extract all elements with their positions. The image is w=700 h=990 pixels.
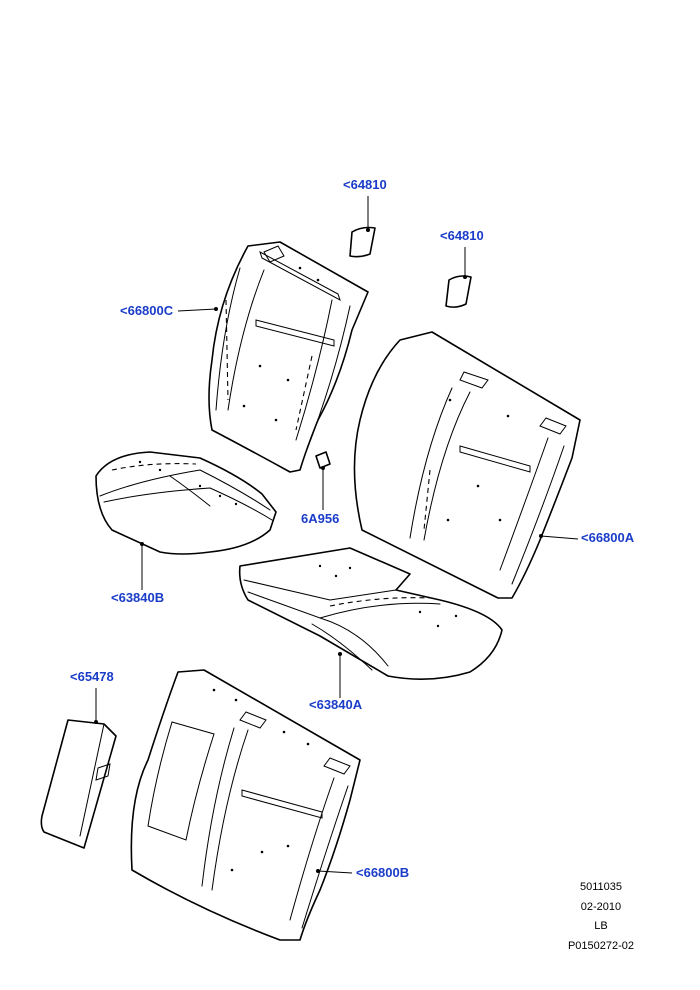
seatback-cover-66800C xyxy=(208,241,369,473)
drawing-info-block: 5011035 02-2010 LB P0150272-02 xyxy=(568,878,634,956)
callout-64810-top[interactable]: <64810 xyxy=(343,177,387,192)
armrest-65478 xyxy=(40,719,117,849)
callout-65478[interactable]: <65478 xyxy=(70,669,114,684)
seatback-cover-66800A xyxy=(353,331,581,599)
headrest-insert-top xyxy=(349,226,376,258)
drawing-code: LB xyxy=(594,920,608,932)
clip-6A956 xyxy=(315,451,331,469)
callout-66800C[interactable]: <66800C xyxy=(120,303,174,318)
callout-63840B[interactable]: <63840B xyxy=(111,590,165,605)
leader-lines xyxy=(94,196,579,874)
drawing-number: 5011035 xyxy=(579,881,622,893)
drawing-part-ref: P0150272-02 xyxy=(567,939,634,952)
seat-cushion-63840B xyxy=(95,451,277,555)
callout-6A956[interactable]: 6A956 xyxy=(301,511,340,526)
callout-66800B[interactable]: <66800B xyxy=(356,865,410,880)
callout-63840A[interactable]: <63840A xyxy=(309,697,363,712)
seatback-cover-66800B xyxy=(130,669,361,941)
drawing-date: 02-2010 xyxy=(580,900,622,913)
headrest-insert-right xyxy=(445,275,472,308)
seat-cushion-63840A xyxy=(238,547,503,680)
callout-64810-right[interactable]: <64810 xyxy=(440,228,484,243)
callout-66800A[interactable]: <66800A xyxy=(581,530,635,545)
